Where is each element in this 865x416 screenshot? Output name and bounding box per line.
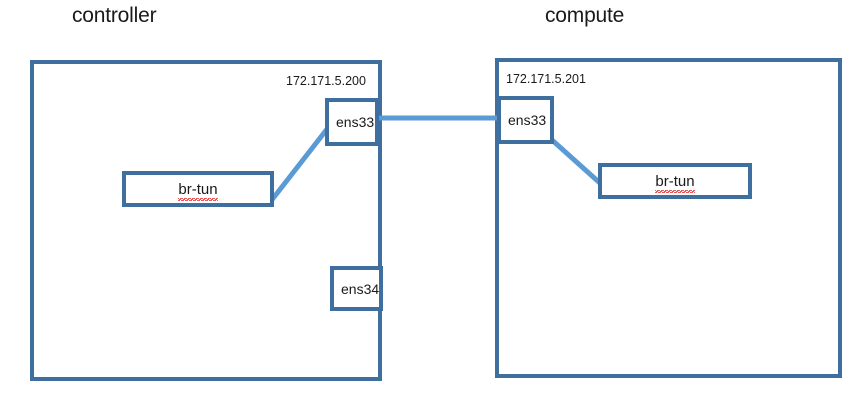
compute-host-box [495, 58, 842, 378]
compute-nic-ens33[interactable]: ens33 [497, 96, 554, 144]
controller-host-box [30, 60, 382, 381]
compute-ip-label: 172.171.5.201 [506, 72, 586, 86]
controller-nic-ens33[interactable]: ens33 [325, 98, 379, 146]
compute-bridge-br-tun-label: br-tun [655, 172, 695, 193]
controller-bridge-br-tun-label: br-tun [178, 180, 218, 201]
controller-title: controller [72, 4, 157, 27]
compute-bridge-br-tun[interactable]: br-tun [598, 163, 752, 199]
controller-bridge-br-tun[interactable]: br-tun [122, 171, 274, 207]
controller-nic-ens34[interactable]: ens34 [330, 266, 383, 311]
compute-title: compute [545, 4, 625, 27]
controller-ip-label: 172.171.5.200 [286, 74, 366, 88]
